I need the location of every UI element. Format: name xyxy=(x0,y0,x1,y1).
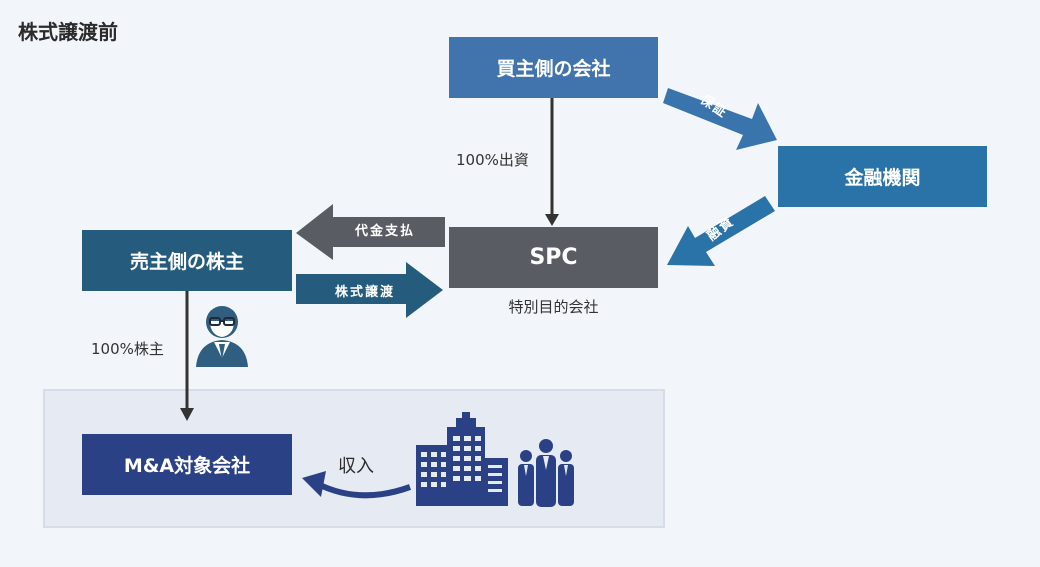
buyer-company-box: 買主側の会社 xyxy=(449,37,658,98)
guarantee-arrow xyxy=(663,88,777,150)
target-company-box: M&A対象会社 xyxy=(82,434,292,495)
page-title: 株式譲渡前 xyxy=(18,20,118,44)
income-label: 収入 xyxy=(338,456,374,477)
loan-arrow xyxy=(667,196,775,266)
income-arrow-curve xyxy=(316,481,412,499)
people-icon xyxy=(518,439,574,507)
seller-shares-label: 100%株主 xyxy=(91,340,164,358)
investment-arrow-head xyxy=(545,214,559,226)
person-icon xyxy=(196,306,248,367)
buyer-investment-label: 100%出資 xyxy=(456,151,529,169)
shareholder-arrow-head xyxy=(180,408,194,421)
buildings-icon xyxy=(416,412,508,506)
payment-arrow-label: 代金支払 xyxy=(354,224,415,239)
spc-subtitle: 特別目的会社 xyxy=(508,298,599,316)
income-arrow-head xyxy=(302,471,326,497)
financial-institution-box: 金融機関 xyxy=(778,146,987,207)
spc-box: SPC xyxy=(449,227,658,288)
payment-arrow xyxy=(296,204,445,260)
transfer-arrow xyxy=(296,262,443,318)
seller-shareholder-box: 売主側の株主 xyxy=(82,230,292,291)
transfer-arrow-label: 株式譲渡 xyxy=(334,285,395,300)
